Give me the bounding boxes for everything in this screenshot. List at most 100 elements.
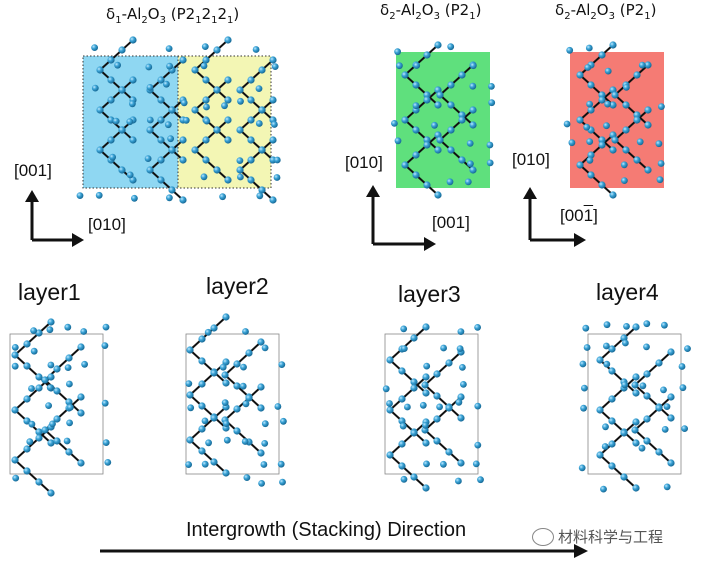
atom-419 <box>608 345 616 353</box>
atom-225 <box>568 139 576 147</box>
atom-13 <box>129 136 137 144</box>
atom-63 <box>269 56 277 64</box>
title-delta2-a: δ2-Al2O3 (P21) <box>380 1 482 22</box>
atom-450 <box>655 448 663 456</box>
atom-337 <box>239 382 247 390</box>
atom-455 <box>643 320 651 328</box>
atom-104 <box>146 116 154 124</box>
atom-83 <box>269 196 277 204</box>
atom-302 <box>222 358 230 366</box>
axis-arrowhead-3-right <box>574 233 586 247</box>
atom-370 <box>422 439 430 447</box>
atom-342 <box>201 417 209 425</box>
atom-292 <box>102 439 110 446</box>
atom-178 <box>609 41 617 49</box>
atom-25 <box>157 96 165 104</box>
atom-454 <box>623 323 630 330</box>
atom-256 <box>65 354 73 362</box>
atom-384 <box>457 414 465 422</box>
atom-72 <box>247 116 255 124</box>
atom-273 <box>102 323 110 331</box>
atom-244 <box>11 406 19 414</box>
atom-288 <box>49 420 56 428</box>
atom-109 <box>271 121 278 128</box>
atom-39 <box>157 176 165 184</box>
atom-333 <box>219 363 227 371</box>
atom-190 <box>598 136 606 144</box>
atom-376 <box>410 473 418 481</box>
atom-268 <box>77 459 85 467</box>
atom-285 <box>67 404 74 411</box>
atom-303 <box>210 369 218 377</box>
atom-250 <box>23 445 31 453</box>
atom-314 <box>210 458 218 466</box>
atom-241 <box>47 373 55 381</box>
atom-125 <box>434 41 442 49</box>
atom-417 <box>632 323 640 331</box>
atom-34 <box>179 156 187 164</box>
atom-61 <box>213 166 221 174</box>
atom-313 <box>198 447 206 455</box>
atom-351 <box>201 460 209 468</box>
atom-281 <box>28 385 35 392</box>
atom-196 <box>587 171 595 179</box>
atom-176 <box>446 178 454 186</box>
atom-442 <box>643 392 651 400</box>
atom-382 <box>433 392 441 400</box>
atom-479 <box>663 483 671 491</box>
atom-299 <box>198 357 206 365</box>
atom-204 <box>633 111 641 119</box>
atom-269 <box>30 327 37 334</box>
atom-174 <box>467 160 474 168</box>
atom-399 <box>459 364 466 371</box>
atom-366 <box>398 395 406 403</box>
atom-232 <box>621 177 628 185</box>
atom-65 <box>247 76 255 84</box>
atom-210 <box>622 146 630 154</box>
atom-150 <box>447 101 455 109</box>
atom-105 <box>164 121 172 129</box>
atom-4 <box>107 76 115 84</box>
atom-77 <box>269 136 277 144</box>
title-delta2-b: δ2-Al2O3 (P21) <box>555 1 657 22</box>
atom-262 <box>77 393 85 401</box>
atom-403 <box>404 403 411 411</box>
atom-304 <box>198 380 206 388</box>
atom-409 <box>422 421 429 429</box>
atom-50 <box>213 86 221 94</box>
atom-112 <box>144 155 152 163</box>
atom-329 <box>257 449 265 457</box>
bond-chain-34 <box>389 421 427 489</box>
atom-124 <box>256 192 264 200</box>
atom-193 <box>598 141 606 149</box>
atom-410 <box>474 441 482 449</box>
atom-386 <box>445 404 453 412</box>
atom-79 <box>247 156 255 164</box>
atom-169 <box>391 120 398 127</box>
atom-397 <box>456 345 464 352</box>
atom-377 <box>422 484 430 492</box>
atom-73 <box>236 126 244 134</box>
atom-338 <box>187 404 195 412</box>
atom-469 <box>679 384 687 392</box>
atom-471 <box>663 403 671 410</box>
atom-11 <box>107 116 115 124</box>
atom-349 <box>261 440 269 447</box>
layer-label-2: layer2 <box>206 273 269 299</box>
atom-437 <box>632 484 640 492</box>
atom-45 <box>191 66 199 74</box>
axis-label-3-up: [010] <box>512 150 550 169</box>
atom-464 <box>678 363 686 370</box>
atom-184 <box>609 101 617 109</box>
atom-235 <box>35 329 43 337</box>
atom-41 <box>179 196 187 204</box>
atom-330 <box>204 328 212 336</box>
atom-277 <box>11 362 19 370</box>
atom-222 <box>563 120 571 128</box>
atom-103 <box>126 118 134 126</box>
atom-340 <box>242 400 250 408</box>
atom-59 <box>191 146 199 154</box>
bond-chain-30 <box>224 341 262 409</box>
atom-55 <box>224 136 232 144</box>
atom-40 <box>168 186 176 194</box>
